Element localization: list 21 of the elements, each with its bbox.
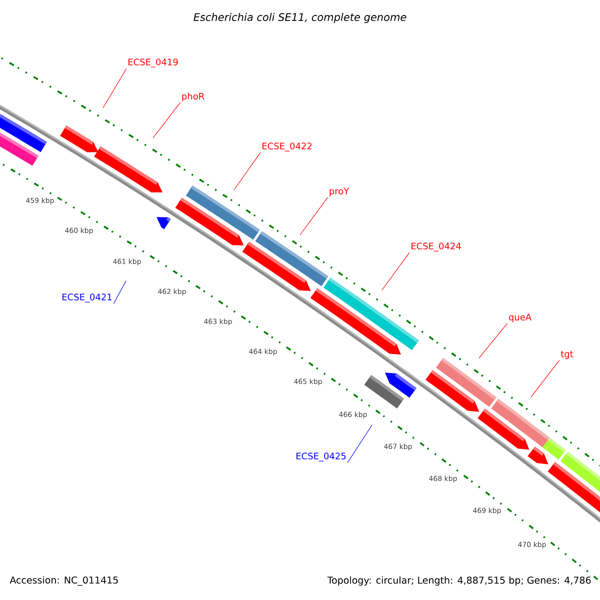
gene-label: proY: [330, 188, 350, 196]
gene-label: ECSE_0424: [412, 242, 461, 252]
leader-line: [382, 252, 410, 290]
gene-label: queA: [508, 314, 532, 322]
leader-line: [152, 102, 181, 138]
gene-label: ECSE_0425: [296, 452, 346, 462]
footer-text: Topology: circular; Length: 4,887,515 bp; Genes: 4,786: [327, 576, 591, 586]
leader-line: [102, 68, 127, 108]
leader-line: [478, 323, 508, 358]
title: Escherichia coli SE11, complete genome: [194, 12, 406, 24]
leader-line: [234, 152, 261, 190]
gene-label: ECSE_0419: [128, 58, 178, 68]
leader-line: [347, 424, 372, 463]
gene-label: phoR: [182, 92, 204, 102]
leader-line: [530, 360, 560, 398]
leader-line: [300, 197, 328, 236]
gene-label: ECSE_0422: [262, 142, 312, 152]
leader-line: [113, 280, 126, 304]
gene-label: tgt: [560, 350, 574, 360]
footer-text: Accession: NC_011415: [10, 576, 118, 586]
gene-label: ECSE_0421: [62, 294, 112, 302]
